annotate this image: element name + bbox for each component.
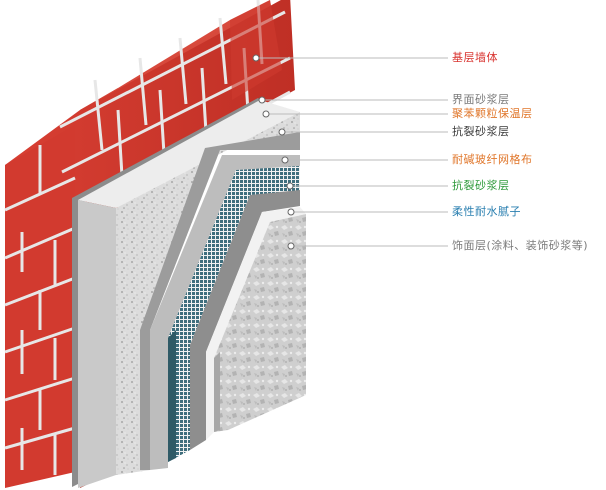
leader-dot-1 xyxy=(252,54,260,62)
layer-label-8: 饰面层(涂料、装饰砂浆等) xyxy=(452,239,589,252)
leader-dot-7 xyxy=(287,208,295,216)
layer-label-6: 抗裂砂浆层 xyxy=(452,179,510,192)
leader-dot-8 xyxy=(287,242,295,250)
layer-label-4: 抗裂砂浆层 xyxy=(452,125,510,138)
layer-label-3: 聚苯颗粒保温层 xyxy=(452,107,533,120)
leader-dot-2 xyxy=(258,96,266,104)
leader-dot-5 xyxy=(281,156,289,164)
leader-lines xyxy=(256,57,448,247)
flexible-putty-layer xyxy=(206,207,306,440)
layer-label-2: 界面砂浆层 xyxy=(452,93,510,106)
leader-dot-3 xyxy=(262,110,270,118)
layer-label-5: 耐碱玻纤网格布 xyxy=(452,153,533,166)
anti-crack-mortar-layer-1 xyxy=(140,132,300,470)
leader-dots xyxy=(252,54,295,250)
layer-label-7: 柔性耐水腻子 xyxy=(452,205,521,218)
leader-dot-4 xyxy=(278,128,286,136)
anti-crack-mortar-layer-2 xyxy=(190,190,300,450)
leader-dot-6 xyxy=(286,182,294,190)
fiberglass-mesh-layer xyxy=(168,166,300,462)
finish-coat-layer xyxy=(214,214,306,432)
layer-label-1: 基层墙体 xyxy=(452,51,498,64)
insulation-layer xyxy=(78,100,300,488)
